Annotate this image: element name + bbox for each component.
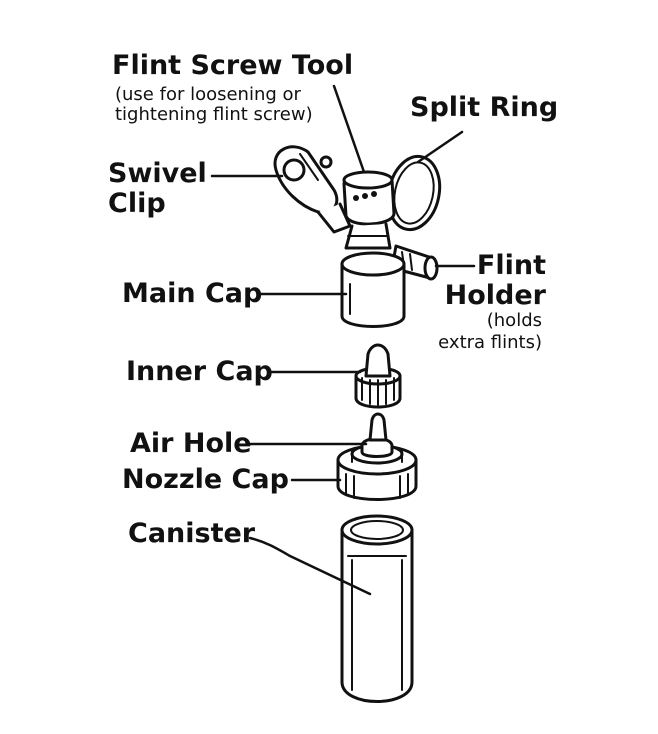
label-main-cap: Main Cap bbox=[122, 278, 263, 309]
note-flint-screw-tool-line-1: (use for loosening or bbox=[115, 84, 301, 105]
label-swivel-clip-line-2: Clip bbox=[108, 188, 166, 219]
label-air-hole: Air Hole bbox=[130, 428, 252, 459]
leader-canister bbox=[248, 536, 372, 596]
leader-flint-screw-tool bbox=[332, 84, 366, 174]
label-canister: Canister bbox=[128, 518, 256, 549]
label-inner-cap: Inner Cap bbox=[126, 356, 273, 387]
note-flint-screw-tool-line-2: tightening flint screw) bbox=[115, 104, 313, 125]
inner-cap-part bbox=[354, 343, 402, 409]
flint-screw-tool-part bbox=[342, 170, 396, 226]
nozzle-cap-part bbox=[336, 412, 418, 501]
label-flint-holder-line-1: Flint bbox=[476, 250, 546, 281]
main-cap-part bbox=[340, 251, 406, 328]
swivel-clip-part bbox=[273, 145, 352, 234]
label-swivel-clip-line-1: Swivel bbox=[108, 158, 207, 189]
label-flint-holder-line-2: Holder bbox=[444, 280, 546, 311]
leader-split-ring bbox=[416, 130, 464, 164]
connector-neck bbox=[344, 222, 392, 250]
leader-lines bbox=[210, 84, 476, 596]
label-flint-screw-tool: Flint Screw Tool bbox=[112, 50, 354, 81]
label-nozzle-cap: Nozzle Cap bbox=[122, 464, 289, 495]
note-flint-holder-line-2: extra flints) bbox=[438, 332, 542, 353]
note-flint-holder-line-1: (holds bbox=[486, 310, 542, 331]
label-split-ring: Split Ring bbox=[410, 92, 559, 123]
canister-part bbox=[340, 514, 414, 703]
